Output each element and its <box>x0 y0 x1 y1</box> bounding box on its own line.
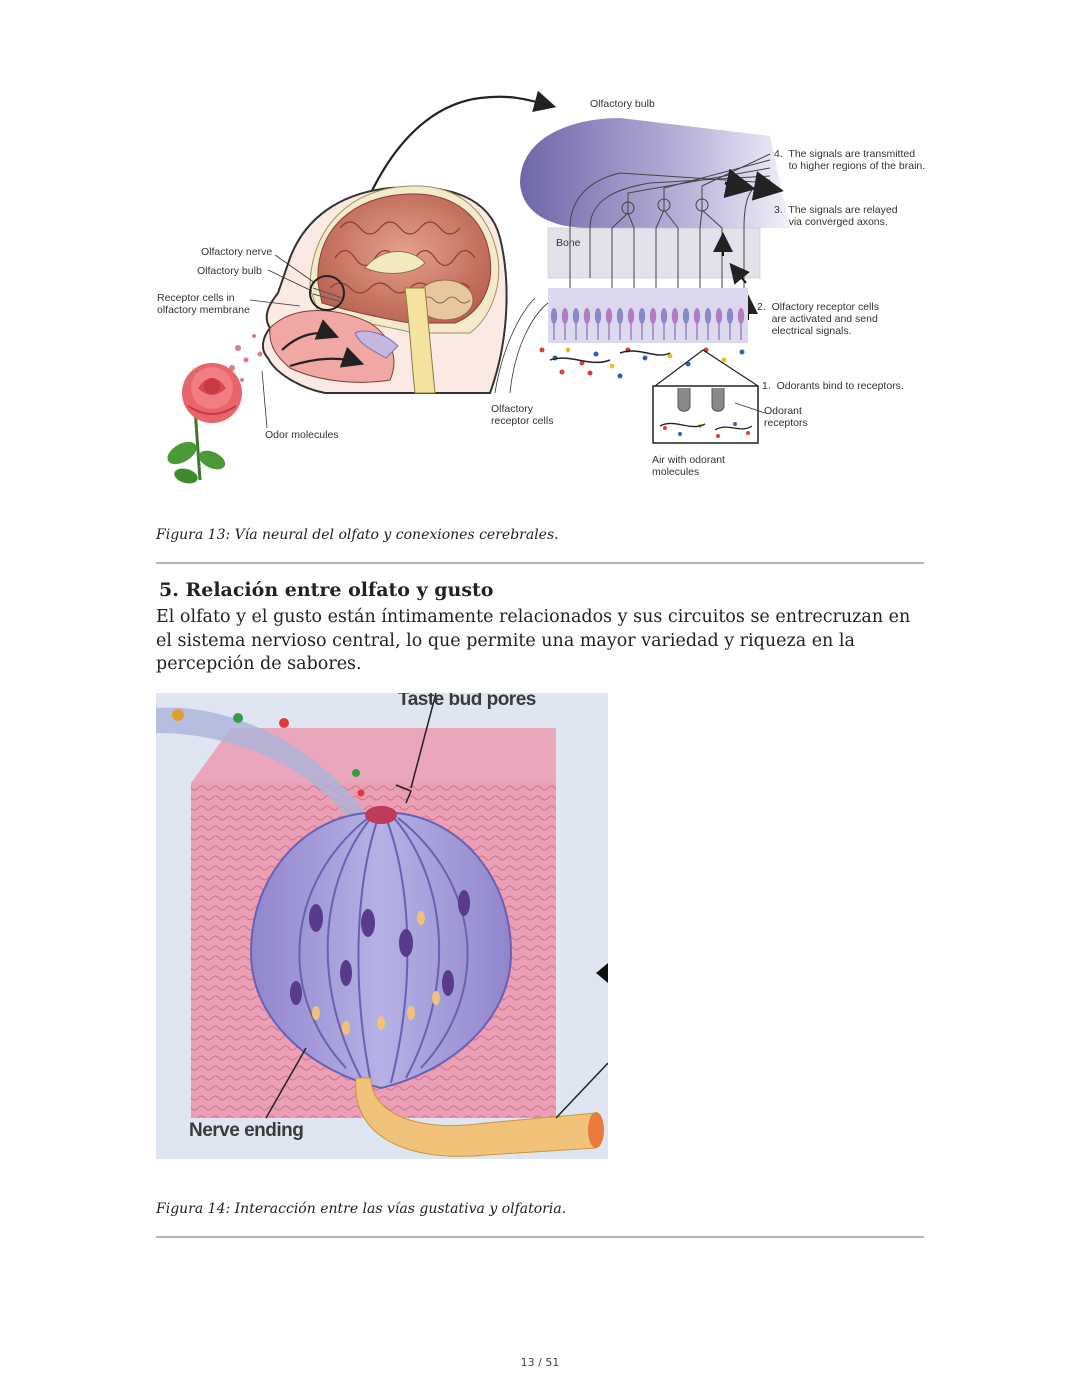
section-paragraph: El olfato y el gusto están íntimamente r… <box>156 607 911 674</box>
figure-13: Olfactory bulb 4. The signals are transm… <box>150 88 940 488</box>
olfactory-pathway-illustration <box>167 90 790 484</box>
figure-13-caption: Figura 13: Vía neural del olfato y conex… <box>156 527 559 543</box>
receptor-cell <box>660 308 668 324</box>
rose-image <box>167 363 242 484</box>
divider <box>156 562 924 564</box>
section-heading: 5. Relación entre olfato y gusto <box>159 579 494 601</box>
receptor-cell <box>583 308 591 324</box>
figure-14: Taste bud pores Nerve ending <box>156 693 608 1159</box>
figure-14-caption: Figura 14: Interacción entre las vías gu… <box>156 1201 567 1217</box>
label-step-4: 4. The signals are transmitted to higher… <box>774 148 926 172</box>
receptor-cell <box>693 308 701 324</box>
label-olfactory-nerve: Olfactory nerve <box>201 246 273 258</box>
receptor-cell <box>671 308 679 324</box>
label-olfactory-bulb-top: Olfactory bulb <box>590 98 655 110</box>
page-number: 13 / 51 <box>520 1356 560 1369</box>
receptor-cell <box>649 308 657 324</box>
label-nerve-ending: Nerve ending <box>189 1120 304 1141</box>
label-bone: Bone <box>556 237 581 249</box>
receptor-cell <box>627 308 635 324</box>
label-air-molecules: Air with odorant molecules <box>652 454 725 478</box>
label-odorant-receptors: Odorant receptors <box>764 405 808 429</box>
label-odor-molecules: Odor molecules <box>265 429 339 441</box>
receptor-cell <box>682 308 690 324</box>
receptor-cell <box>561 308 569 324</box>
receptor-cell <box>726 308 734 324</box>
label-receptor-cells-membrane: Receptor cells in olfactory membrane <box>157 292 250 316</box>
receptor-cell <box>594 308 602 324</box>
taste-bud-illustration <box>156 693 608 1157</box>
label-step-3: 3. The signals are relayed via converged… <box>774 204 898 228</box>
receptor-cell <box>550 308 558 324</box>
receptor-cell <box>704 308 712 324</box>
receptor-cell <box>715 308 723 324</box>
receptor-cell <box>616 308 624 324</box>
receptor-cell <box>605 308 613 324</box>
receptor-cell <box>737 308 745 324</box>
label-step-1: 1. Odorants bind to receptors. <box>762 380 904 392</box>
label-step-2: 2. Olfactory receptor cells are activate… <box>757 301 879 337</box>
label-olfactory-receptor-cells: Olfactory receptor cells <box>491 403 554 427</box>
receptor-cell <box>638 308 646 324</box>
label-taste-bud-pores: Taste bud pores <box>398 693 536 710</box>
label-olfactory-bulb-left: Olfactory bulb <box>197 265 262 277</box>
receptor-cell <box>572 308 580 324</box>
divider <box>156 1236 924 1238</box>
